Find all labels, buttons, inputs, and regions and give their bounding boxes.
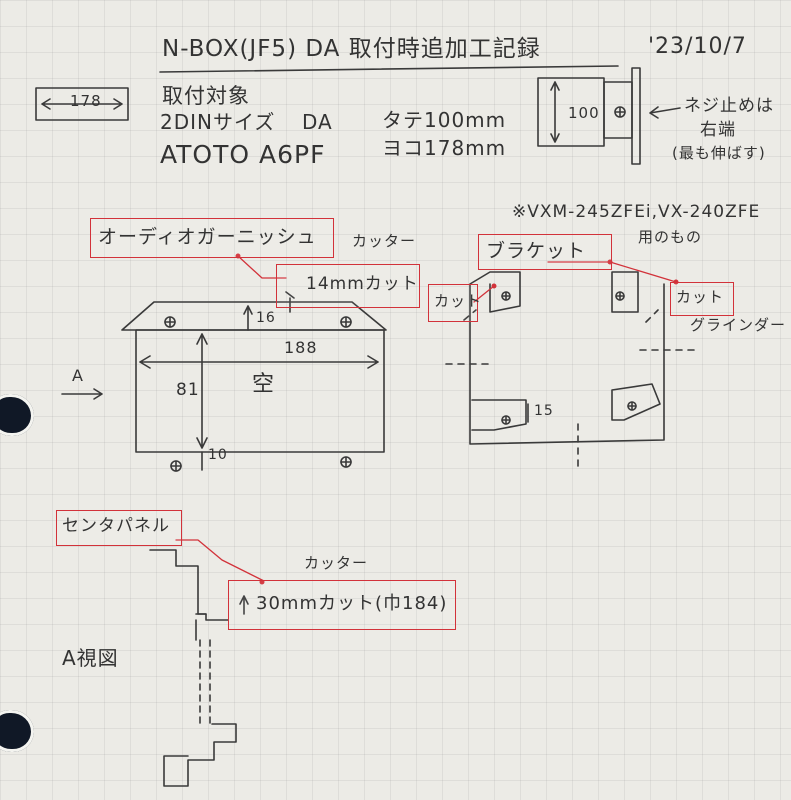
title-underline bbox=[159, 65, 619, 73]
garnish-label-box bbox=[90, 218, 334, 258]
view-label: A視図 bbox=[62, 646, 119, 670]
garnish-center-text: 空 bbox=[252, 372, 276, 397]
height-spec: タテ100mm bbox=[382, 108, 507, 132]
bracket-right-tab bbox=[611, 271, 639, 313]
record-date: '23/10/7 bbox=[648, 34, 747, 59]
bracket-cut-right-box bbox=[670, 282, 734, 316]
bracket-note: ※VXM-245ZFEi,VX-240ZFE bbox=[512, 202, 761, 222]
size-class: 2DINサイズ bbox=[160, 110, 276, 134]
note-arrow bbox=[649, 106, 681, 119]
garnish-opening bbox=[135, 329, 385, 453]
punch-hole-upper bbox=[0, 394, 34, 436]
dim-188: 188 bbox=[284, 338, 318, 357]
center-panel-cut-label: 30mmカット(巾184) bbox=[256, 593, 448, 614]
panel-profile-hidden bbox=[199, 639, 211, 725]
bracket-slot-right bbox=[611, 383, 661, 421]
bracket-dim-15: 15 bbox=[534, 403, 554, 419]
panel-profile-bottom bbox=[163, 723, 237, 787]
view-arrow-label: A bbox=[72, 366, 84, 385]
dim-81-arrow bbox=[196, 333, 208, 449]
screw-note-line2: 右端 bbox=[700, 120, 736, 140]
dim-16-arrow bbox=[243, 305, 253, 331]
panel-leader bbox=[175, 539, 263, 581]
width-spec: ヨコ178mm bbox=[382, 136, 507, 160]
bracket-label-box bbox=[478, 234, 612, 270]
bracket-cut-right: カット bbox=[676, 288, 725, 306]
garnish-cut-label: 14mmカット bbox=[306, 274, 419, 294]
view-a-arrow bbox=[61, 388, 103, 400]
unit-type: DA bbox=[302, 110, 333, 134]
side-flange bbox=[631, 67, 641, 165]
height-sketch-label: 100 bbox=[568, 104, 600, 122]
garnish-cut-box bbox=[276, 264, 420, 308]
dim-30-arrow bbox=[239, 595, 249, 615]
dim-14-arrow bbox=[285, 291, 295, 313]
bracket-cut-left: カット bbox=[434, 292, 483, 310]
side-bracket bbox=[603, 81, 633, 139]
garnish-tool: カッター bbox=[352, 232, 417, 250]
panel-profile-top bbox=[149, 549, 229, 621]
center-panel-label: センタパネル bbox=[62, 516, 170, 536]
page-title: N-BOX(JF5) DA 取付時追加工記録 bbox=[162, 36, 541, 62]
width-arrow bbox=[41, 98, 123, 110]
garnish-label: オーディオガーニッシュ bbox=[98, 226, 317, 248]
width-sketch-label: 178 bbox=[70, 92, 102, 110]
model-name: ATOTO A6PF bbox=[160, 140, 326, 169]
bracket-cut-left-box bbox=[428, 284, 478, 322]
bracket-note-2: 用のもの bbox=[638, 228, 703, 246]
screw-note-line3: (最も伸ばす) bbox=[672, 144, 766, 162]
dim-81: 81 bbox=[176, 380, 200, 400]
punch-hole-lower bbox=[0, 710, 34, 752]
garnish-leader bbox=[237, 255, 287, 279]
center-panel-tool: カッター bbox=[304, 554, 369, 572]
center-panel-cut-box bbox=[228, 580, 456, 630]
target-label: 取付対象 bbox=[162, 84, 250, 108]
dim-10: 10 bbox=[208, 447, 228, 463]
screw-icon bbox=[614, 106, 626, 118]
bracket-label: ブラケット bbox=[486, 240, 587, 262]
bracket-outline bbox=[469, 271, 665, 445]
height-arrow bbox=[550, 81, 560, 143]
center-panel-label-box bbox=[56, 510, 182, 546]
screw-note-line1: ネジ止めは bbox=[684, 96, 774, 116]
dim-16: 16 bbox=[256, 310, 276, 326]
bracket-slot-left bbox=[471, 399, 527, 431]
dim-188-arrow bbox=[139, 355, 379, 369]
bracket-tool: グラインダー bbox=[690, 316, 787, 334]
unit-outline-small bbox=[35, 87, 129, 121]
